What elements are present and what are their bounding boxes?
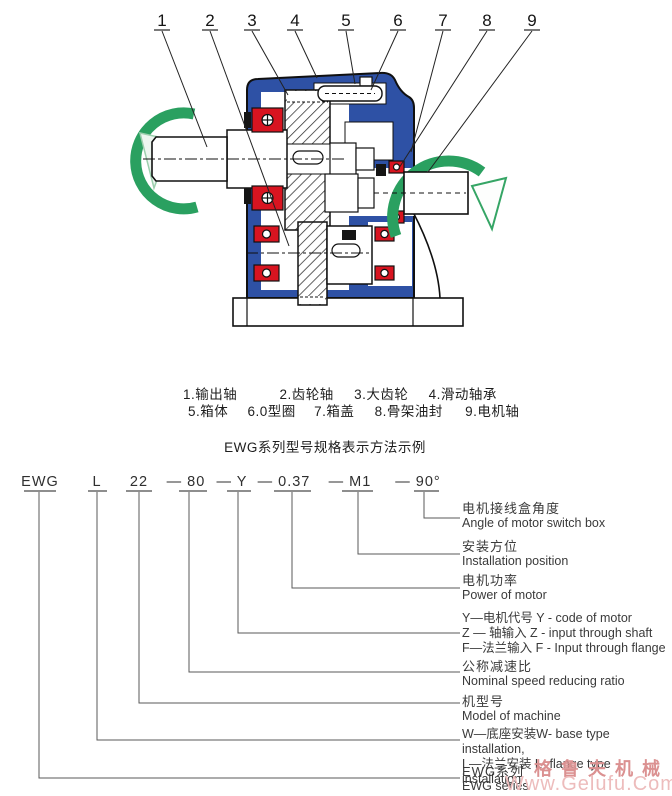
connector-ratio	[188, 492, 460, 673]
gearbox-cross-section-diagram: 1 2 3 4 5 6 7 8 9	[130, 11, 540, 327]
connector-angle	[423, 492, 460, 519]
annotation-machine-model: 机型号 Model of machine	[462, 694, 672, 724]
annotation-en: Nominal speed reducing ratio	[462, 674, 625, 688]
parts-legend-row2: 5.箱体 6.0型圈 7.箱盖 8.骨架油封 9.电机轴	[188, 400, 519, 420]
code-angle: — 90°	[395, 474, 440, 490]
connector-series	[38, 492, 460, 779]
annotation-en: Power of motor	[462, 588, 547, 602]
callout-6: 6	[393, 11, 402, 30]
connector-installation	[96, 492, 460, 741]
section-title: EWG系列型号规格表示方法示例	[224, 440, 426, 455]
legend-item: 5.箱体	[188, 404, 229, 419]
callout-3: 3	[247, 11, 256, 30]
seals	[244, 112, 386, 240]
bearing-lower-left-bottom	[253, 264, 280, 282]
annotation-input-type: Y—电机代号 Y - code of motor Z — 轴输入 Z - inp…	[462, 611, 672, 656]
cover-bolt	[317, 76, 383, 102]
elbow-connectors	[38, 492, 460, 779]
annotation-speed-ratio: 公称减速比 Nominal speed reducing ratio	[462, 659, 672, 689]
code-power: — 0.37	[258, 474, 311, 490]
annotation-cn: 电机接线盒角度	[462, 501, 561, 516]
rotation-arrow-left	[130, 107, 199, 215]
annotation-en: Model of machine	[462, 709, 561, 723]
code-input-type: — Y	[217, 474, 248, 490]
legend-item: 9.电机轴	[465, 404, 520, 419]
legend-item: 6.0型圈	[247, 404, 296, 419]
annotation-installation-position: 安装方位 Installation position	[462, 539, 672, 569]
annotation-cn: 公称减速比	[462, 659, 533, 674]
connector-position	[357, 492, 460, 555]
annotation-motor-power: 电机功率 Power of motor	[462, 573, 672, 603]
annotation-ewg-series: EWG系列 EWG series	[462, 764, 672, 794]
annotation-line: Z — 轴输入 Z - input through shaft	[462, 626, 653, 640]
annotation-line: Y—电机代号 Y - code of motor	[462, 611, 632, 625]
shafts	[143, 136, 508, 254]
code-installation: L	[92, 474, 101, 490]
annotation-cn: EWG系列	[462, 764, 525, 779]
callout-2: 2	[205, 11, 214, 30]
code-position: — M1	[329, 474, 372, 490]
keyway-slot-lower	[331, 243, 361, 258]
annotation-line: L—法兰安装 L- flange type installation	[462, 757, 611, 786]
callout-leader-lines	[161, 30, 533, 247]
rotation-arrowhead-right	[470, 176, 508, 232]
connector-input-type	[237, 492, 460, 634]
bearings	[251, 107, 405, 282]
annotation-en: Installation position	[462, 554, 569, 568]
annotation-mount-type: W—底座安装W- base type installation, L—法兰安装 …	[462, 727, 672, 787]
model-designation-diagram: EWG L 22 — 80 — Y — 0.37 — M1 — 90°	[21, 474, 460, 779]
bearing-lower-left-top	[253, 225, 280, 243]
annotation-en: EWG series	[462, 779, 529, 793]
annotation-motor-box-angle: 电机接线盒角度 Angle of motor switch box	[462, 501, 672, 531]
annotation-line: F—法兰输入 F - Input through flange	[462, 641, 666, 655]
gear-shaft-pinion	[297, 221, 328, 306]
annotation-cn: 安装方位	[462, 539, 519, 554]
bearing-output-bottom	[251, 185, 284, 211]
parts-legend-row1: 1.输出轴 2.齿轮轴 3.大齿轮 4.滑动轴承	[183, 383, 497, 403]
callout-5: 5	[341, 11, 350, 30]
legend-item: 2.齿轮轴	[279, 387, 334, 402]
keyway-slot-upper	[292, 150, 324, 165]
legend-item: 1.输出轴	[183, 387, 238, 402]
foot-curve	[412, 211, 441, 299]
annotation-en: Angle of motor switch box	[462, 516, 606, 530]
callout-8: 8	[482, 11, 491, 30]
callout-9: 9	[527, 11, 536, 30]
connector-power	[291, 492, 460, 589]
legend-item: 8.骨架油封	[374, 404, 443, 419]
bearing-lower-right-bottom	[374, 265, 395, 281]
callout-numbers: 1 2 3 4 5 6 7 8 9	[157, 11, 536, 30]
code-series: EWG	[21, 474, 59, 490]
legend-item: 3.大齿轮	[354, 387, 409, 402]
connector-frame	[138, 492, 460, 704]
code-frame: 22	[130, 474, 148, 490]
callout-4: 4	[290, 11, 299, 30]
bearing-output-top	[251, 107, 284, 133]
oil-seal-motor-top	[388, 160, 405, 174]
legend-item: 4.滑动轴承	[428, 387, 497, 402]
annotation-cn: 电机功率	[462, 573, 519, 588]
callout-1: 1	[157, 11, 166, 30]
legend-item: 7.箱盖	[314, 404, 355, 419]
annotation-cn: 机型号	[462, 694, 505, 709]
mounting-base	[232, 211, 464, 327]
model-codes: EWG L 22 — 80 — Y — 0.37 — M1 — 90°	[21, 474, 440, 490]
callout-7: 7	[438, 11, 447, 30]
code-ratio: — 80	[167, 474, 206, 490]
annotation-line: W—底座安装W- base type installation,	[462, 727, 610, 756]
